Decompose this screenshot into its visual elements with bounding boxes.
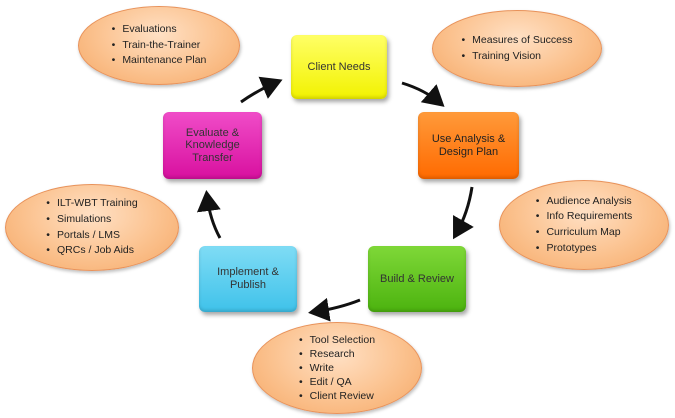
use-analysis-notes-list: Audience Analysis Info Requirements Curr… bbox=[536, 194, 632, 257]
client-needs-notes-ellipse: Measures of Success Training Vision bbox=[432, 10, 602, 87]
list-item: Research bbox=[299, 347, 375, 361]
list-item: Training Vision bbox=[461, 49, 572, 65]
list-item: Edit / QA bbox=[299, 375, 375, 389]
build-review-notes-ellipse: Tool Selection Research Write Edit / QA … bbox=[252, 322, 422, 414]
implement-box: Implement & Publish bbox=[199, 246, 297, 312]
client-needs-box: Client Needs bbox=[291, 35, 387, 99]
use-analysis-notes-ellipse: Audience Analysis Info Requirements Curr… bbox=[499, 180, 669, 270]
list-item: Portals / LMS bbox=[46, 228, 137, 244]
evaluate-notes-list: Evaluations Train-the-Trainer Maintenanc… bbox=[112, 22, 207, 69]
implement-label-line2: Publish bbox=[229, 279, 267, 291]
use-analysis-label-line2: Design Plan bbox=[438, 145, 499, 158]
evaluate-label-line3: Transfer bbox=[192, 151, 233, 164]
list-item: Simulations bbox=[46, 212, 137, 228]
list-item: Train-the-Trainer bbox=[112, 38, 207, 54]
evaluate-label-line1: Evaluate & bbox=[185, 126, 240, 139]
implement-label-line1: Implement & bbox=[217, 266, 279, 279]
use-analysis-box: Use Analysis & Design Plan bbox=[418, 112, 519, 179]
list-item: ILT-WBT Training bbox=[46, 196, 138, 212]
implement-notes-ellipse: ILT-WBT Training Simulations Portals / L… bbox=[5, 184, 179, 271]
list-item: Info Requirements bbox=[536, 209, 632, 225]
arrow-evaluate-to-client bbox=[240, 76, 283, 104]
evaluate-label-line2: Knowledge bbox=[185, 139, 240, 152]
list-item: Measures of Success bbox=[461, 33, 572, 49]
list-item: Client Review bbox=[299, 389, 375, 403]
list-item: Maintenance Plan bbox=[112, 53, 206, 69]
build-review-label: Build & Review bbox=[380, 272, 454, 285]
list-item: Prototypes bbox=[536, 241, 632, 257]
arrow-implement-to-evaluate bbox=[196, 190, 222, 239]
arrow-analysis-to-build bbox=[453, 186, 474, 240]
build-review-box: Build & Review bbox=[368, 246, 466, 312]
evaluate-notes-ellipse: Evaluations Train-the-Trainer Maintenanc… bbox=[78, 6, 240, 85]
arrow-client-to-analysis bbox=[401, 81, 445, 107]
build-review-notes-list: Tool Selection Research Write Edit / QA … bbox=[299, 333, 375, 404]
client-needs-label: Client Needs bbox=[307, 60, 371, 73]
client-needs-notes-list: Measures of Success Training Vision bbox=[461, 33, 572, 65]
list-item: QRCs / Job Aids bbox=[46, 243, 137, 259]
arrow-build-to-implement bbox=[308, 297, 361, 322]
evaluate-box: Evaluate & Knowledge Transfer bbox=[163, 112, 262, 179]
list-item: Evaluations bbox=[112, 22, 207, 38]
list-item: Tool Selection bbox=[299, 333, 375, 347]
use-analysis-label-line1: Use Analysis & bbox=[431, 132, 506, 145]
implement-notes-list: ILT-WBT Training Simulations Portals / L… bbox=[46, 196, 138, 259]
list-item: Write bbox=[299, 361, 375, 375]
list-item: Curriculum Map bbox=[536, 225, 632, 241]
list-item: Audience Analysis bbox=[536, 194, 632, 210]
